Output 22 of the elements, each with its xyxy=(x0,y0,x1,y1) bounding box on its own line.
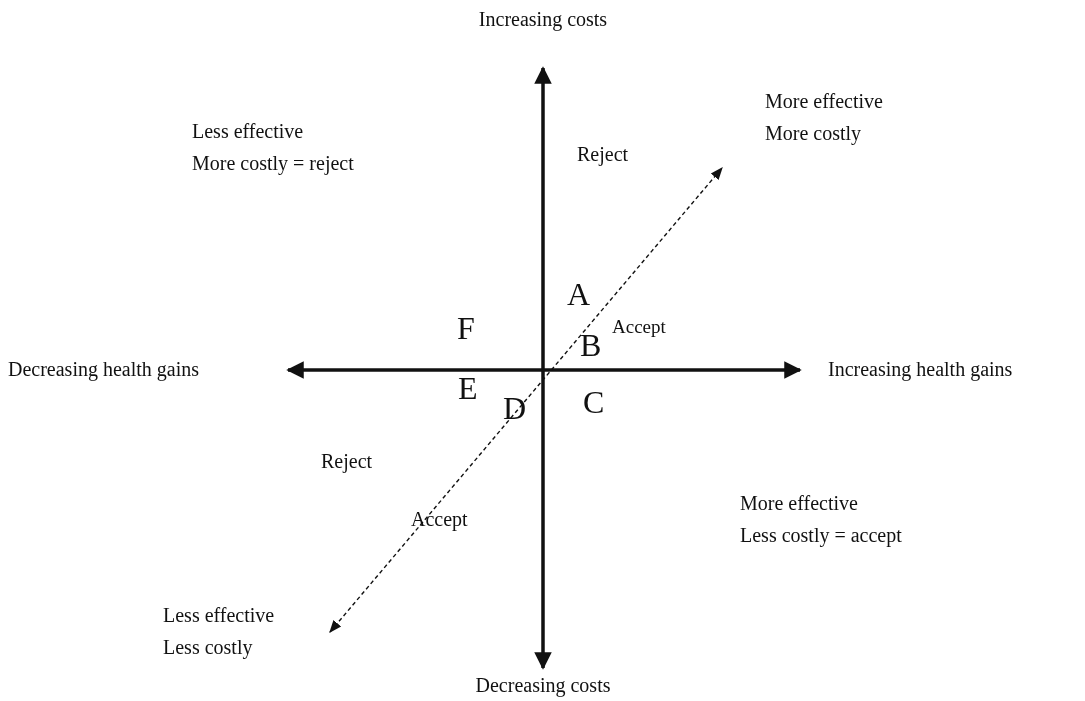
region-label: Accept xyxy=(612,316,666,338)
axis-label: Increasing costs xyxy=(478,8,608,31)
region-letter: C xyxy=(583,384,605,421)
quadrant-note: Less effective xyxy=(192,120,304,143)
quadrant-note: Less costly xyxy=(163,636,253,659)
region-letter: E xyxy=(458,370,478,407)
quadrant-note: More costly = reject xyxy=(192,152,354,175)
quadrant-note: More effective xyxy=(740,492,858,515)
axis-label: Decreasing health gains xyxy=(8,358,200,381)
quadrant-note: More effective xyxy=(765,90,883,113)
quadrant-note: Less costly = accept xyxy=(740,524,902,547)
quadrant-note: Less effective xyxy=(163,604,275,627)
axis-label: Decreasing costs xyxy=(475,674,611,697)
quadrant-note: More costly xyxy=(765,122,862,145)
region-letter: F xyxy=(457,310,475,347)
axis-label: Increasing health gains xyxy=(828,358,1013,381)
region-label: Reject xyxy=(321,450,373,473)
region-label: Accept xyxy=(411,508,468,531)
region-letter: A xyxy=(567,276,591,313)
region-letter: D xyxy=(503,390,527,427)
region-letter: B xyxy=(580,327,602,364)
region-label: Reject xyxy=(577,143,629,166)
